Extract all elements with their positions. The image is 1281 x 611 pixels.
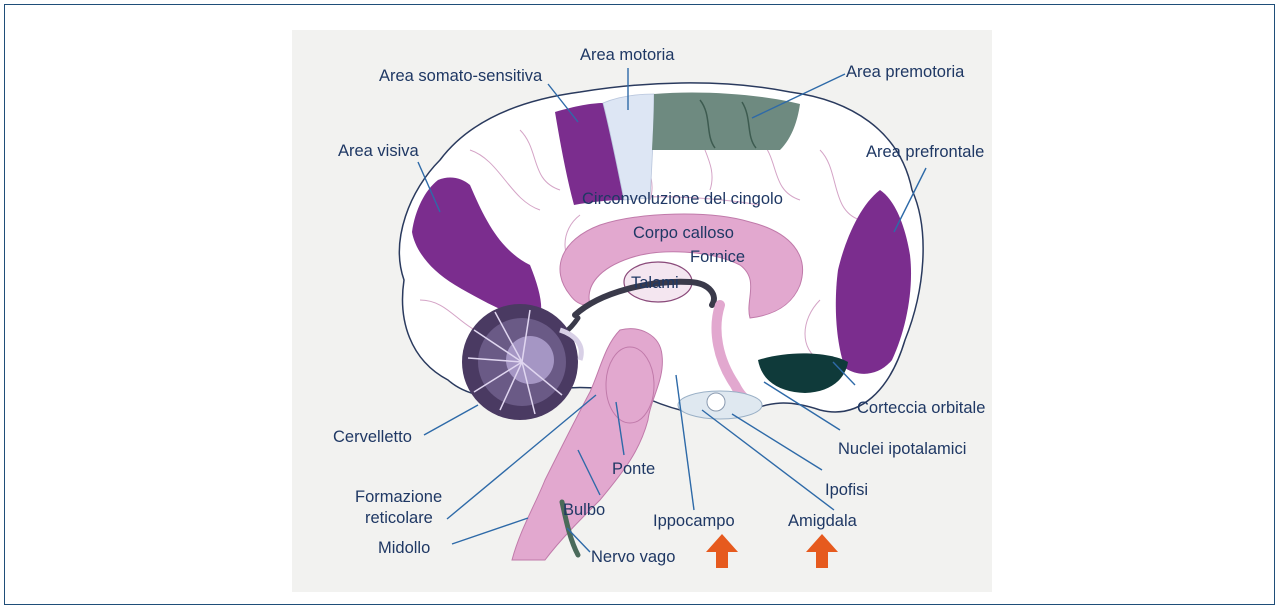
label-area-prefrontale: Area prefrontale (866, 143, 984, 161)
area-premotoria-region (652, 92, 800, 150)
ippocampo-arrow (706, 534, 738, 568)
label-area-visiva: Area visiva (338, 142, 420, 160)
label-corteccia-orbitale: Corteccia orbitale (857, 399, 985, 417)
label-area-somato-sensitiva: Area somato-sensitiva (379, 67, 543, 85)
label-formazione-line2: reticolare (365, 509, 433, 527)
label-area-motoria: Area motoria (580, 46, 675, 64)
label-circonvoluzione-cingolo: Circonvoluzione del cingolo (582, 190, 783, 208)
label-fornice: Fornice (690, 248, 745, 266)
label-bulbo: Bulbo (563, 501, 605, 519)
label-ponte: Ponte (612, 460, 655, 478)
amigdala-arrow (806, 534, 838, 568)
label-ipofisi: Ipofisi (825, 481, 868, 499)
label-amigdala: Amigdala (788, 512, 858, 530)
label-nuclei-ipotalamici: Nuclei ipotalamici (838, 440, 966, 458)
label-formazione-line1: Formazione (355, 488, 442, 506)
label-talami: Talami (631, 274, 679, 292)
label-ippocampo: Ippocampo (653, 512, 735, 530)
ipofisi-gland (707, 393, 725, 411)
label-cervelletto: Cervelletto (333, 428, 412, 446)
label-area-premotoria: Area premotoria (846, 63, 965, 81)
ponte-region (606, 347, 654, 423)
label-nervo-vago: Nervo vago (591, 548, 675, 566)
label-midollo: Midollo (378, 539, 430, 557)
label-corpo-calloso: Corpo calloso (633, 224, 734, 242)
